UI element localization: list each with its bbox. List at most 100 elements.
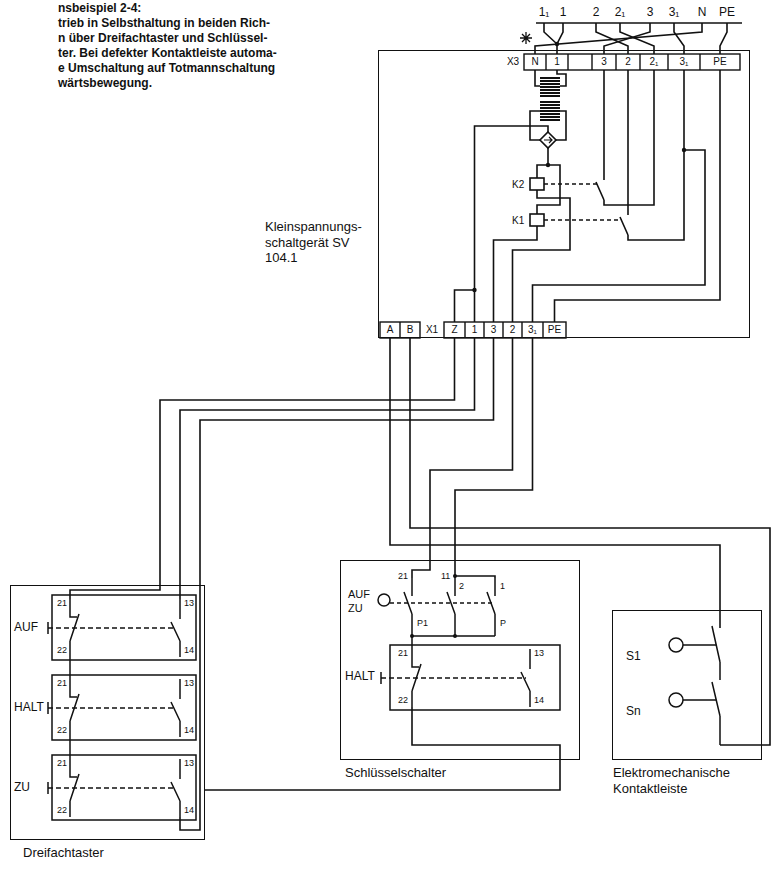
internal-wiring-part <box>513 190 571 322</box>
device-name: Schlüsselschalter <box>345 765 446 781</box>
safety-edge-contacts-part <box>712 626 720 745</box>
terminal-strips-part <box>380 322 420 338</box>
supply-terminal: 2 <box>593 6 600 20</box>
safety-edge-contacts-part <box>669 638 683 652</box>
key-switch-contacts-part <box>390 602 495 604</box>
internal-wiring-part <box>535 70 540 86</box>
internal-wiring-part <box>494 226 538 322</box>
contact-number: 21 <box>57 598 67 608</box>
internal-wiring-part <box>530 214 544 226</box>
button-label: ZU <box>14 781 30 795</box>
contact-number: 14 <box>184 725 194 735</box>
safety-edge-contacts-part <box>683 645 716 700</box>
relay-label: K1 <box>512 215 524 227</box>
contact-number: 1 <box>500 581 505 591</box>
supply-wires-part <box>536 22 742 24</box>
terminal-label: PE <box>548 324 561 336</box>
safety-edge-contacts-part <box>669 693 683 707</box>
contact-number: 14 <box>184 805 194 815</box>
field-wires-part <box>70 585 160 599</box>
terminal-label: X1 <box>426 324 438 336</box>
terminal-strips-part <box>444 322 566 338</box>
wire-connector <box>205 760 560 790</box>
terminal-label: 3₁ <box>528 324 537 336</box>
terminal-label: 3₁ <box>680 56 689 68</box>
description-text: wärtsbewegung. <box>58 77 152 91</box>
description-text: trieb in Selbsthaltung in beiden Rich- <box>58 17 270 31</box>
internal-wiring-part <box>596 70 654 205</box>
supply-terminal: 3 <box>647 6 654 20</box>
key-switch-contacts-part <box>412 628 495 649</box>
contact-number: 13 <box>184 758 194 768</box>
terminal-label: 2 <box>625 56 631 68</box>
terminal-label: 2 <box>510 324 516 336</box>
terminal-label: 3 <box>491 324 497 336</box>
internal-wiring-part <box>540 102 560 120</box>
internal-wiring-part <box>537 148 548 178</box>
button-label: HALT <box>14 701 44 715</box>
field-wires-part <box>412 338 513 578</box>
field-wires-part <box>719 610 721 628</box>
terminal-label: 1 <box>472 324 478 336</box>
terminal-strips-part <box>546 54 700 70</box>
internal-wiring-part <box>455 290 475 322</box>
safety-edge-box: Elektromechanische Kontaktleiste <box>612 610 762 760</box>
field-wires-part <box>180 338 494 830</box>
contact-number: 2 <box>459 581 464 591</box>
supply-terminal: 1 <box>560 6 567 20</box>
description-text: ter. Bei defekter Kontaktleiste automa- <box>58 47 277 61</box>
key-switch-contacts <box>378 578 560 710</box>
supply-wires-part <box>544 23 557 44</box>
push-button-contacts-part <box>69 657 71 759</box>
contact-number: 21 <box>398 648 408 658</box>
contact-number: 13 <box>184 598 194 608</box>
push-button-contacts-part <box>48 787 176 789</box>
push-button-contacts <box>48 595 196 820</box>
contact-number: 22 <box>57 645 67 655</box>
supply-wires-part <box>520 32 532 44</box>
field-wires-part <box>412 707 560 760</box>
contact-number: 22 <box>57 725 67 735</box>
terminal-label: X3 <box>507 56 519 68</box>
sensor-label: S1 <box>626 650 641 664</box>
supply-terminal: PE <box>719 6 735 20</box>
internal-wiring-part <box>540 78 560 96</box>
supply-terminal: 2₁ <box>615 6 626 20</box>
terminal-strips <box>380 54 740 338</box>
device-name: Kleinspannungs- schaltgerät SV 104.1 <box>265 219 371 266</box>
button-label: AUF <box>14 621 38 635</box>
junction-dots-part <box>555 42 559 46</box>
junction-dots-part <box>472 288 476 292</box>
terminal-strips-part <box>524 54 740 70</box>
key-switch-contacts-part <box>378 594 390 606</box>
contact-number: 21 <box>57 678 67 688</box>
button-label: ZU <box>348 602 363 615</box>
supply-terminal: 1₁ <box>539 6 550 20</box>
supply-terminal: 3₁ <box>669 6 680 20</box>
internal-wiring-part <box>620 70 684 240</box>
internal-wiring-part <box>544 137 552 143</box>
terminal-strips-part <box>465 322 543 338</box>
sensor-label: Sn <box>626 705 641 719</box>
internal-wiring-part <box>530 178 544 190</box>
contact-number: 11 <box>441 571 450 581</box>
description-text: n über Dreifachtaster und Schlüssel- <box>58 32 267 46</box>
wire-connector <box>390 338 720 610</box>
terminal-strips-part <box>399 322 400 338</box>
terminal-label: 3 <box>601 56 607 68</box>
field-wires-part <box>410 338 770 745</box>
terminal-label: 1 <box>554 56 560 68</box>
description-text: e Umschaltung auf Totmannschaltung <box>58 62 275 76</box>
push-button-contacts-part <box>48 707 176 709</box>
contact-number: 13 <box>184 678 194 688</box>
terminal-label: Z <box>451 324 457 336</box>
terminal-label: PE <box>713 56 726 68</box>
device-name: Elektromechanische Kontaktleiste <box>613 765 773 796</box>
junction-dots-part <box>546 163 550 167</box>
contact-number: 21 <box>57 758 67 768</box>
